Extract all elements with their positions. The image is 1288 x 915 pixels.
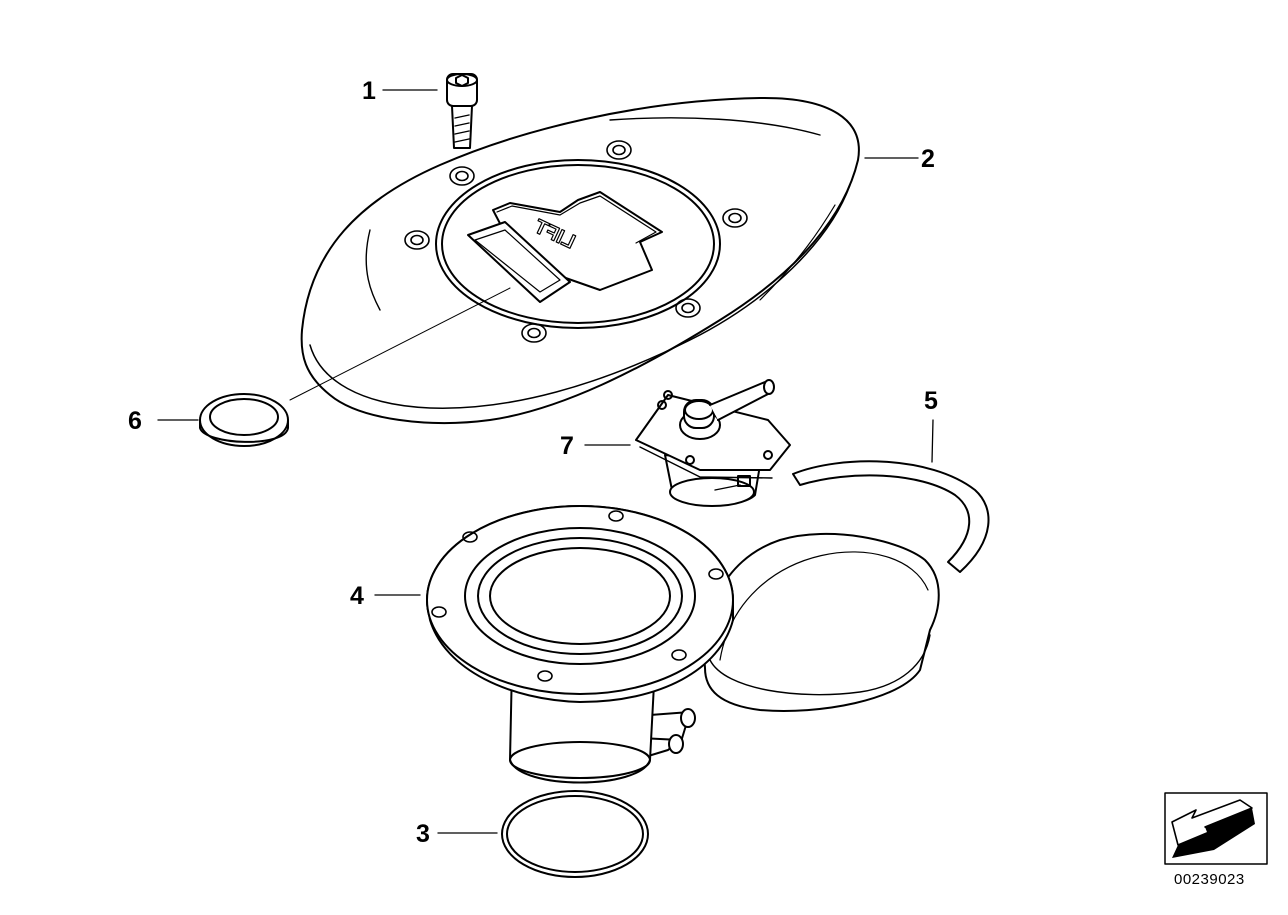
arrow-direction-icon	[1164, 792, 1268, 865]
flange-holes	[431, 510, 724, 682]
bolt-holes	[404, 140, 748, 343]
diagram-id: 00239023	[1174, 871, 1245, 888]
part-6-seal-ring	[199, 393, 289, 447]
part-7-vent-valve	[635, 379, 791, 507]
leader-lines	[157, 89, 934, 834]
callout-7: 7	[560, 432, 574, 460]
callout-6: 6	[128, 407, 142, 435]
callout-5: 5	[924, 387, 938, 415]
part-3-o-ring	[501, 790, 649, 878]
callout-2: 2	[921, 145, 935, 173]
callout-4: 4	[350, 582, 364, 610]
part-4-filler-neck	[426, 505, 940, 784]
callout-1: 1	[362, 77, 376, 105]
part-5-clamp-ring	[792, 460, 990, 573]
part-1-bolt	[446, 73, 478, 149]
part-2-filler-plate: LIFT	[300, 96, 860, 424]
callout-3: 3	[416, 820, 430, 848]
